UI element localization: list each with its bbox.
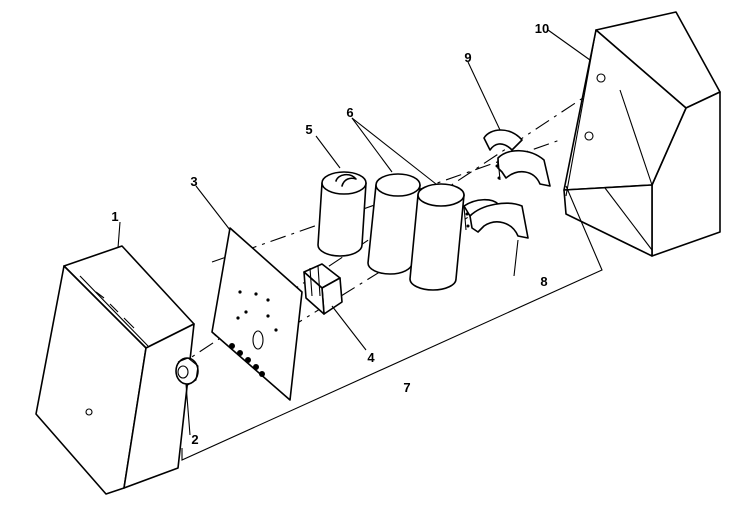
callout-7: 7 <box>403 380 410 395</box>
callout-8: 8 <box>540 274 547 289</box>
switch-knob-part <box>175 357 199 387</box>
callout-2: 2 <box>191 432 198 447</box>
leader-lines <box>117 29 591 436</box>
callout-6: 6 <box>346 105 353 120</box>
battery-cylinder-left-part <box>367 173 421 275</box>
callout-4: 4 <box>367 350 375 365</box>
battery-cylinder-right-part <box>409 183 465 291</box>
assembly-bracket-line <box>181 185 603 461</box>
callout-1: 1 <box>111 209 118 224</box>
rear-housing-part <box>563 11 721 257</box>
block-component-part <box>303 263 343 315</box>
callout-labels: 1 2 3 4 5 6 7 8 9 10 <box>111 21 549 447</box>
lower-battery-clip-part <box>463 198 529 239</box>
callout-10: 10 <box>535 21 549 36</box>
callout-3: 3 <box>190 174 197 189</box>
capacitor-part <box>317 171 367 257</box>
callout-9: 9 <box>464 50 471 65</box>
upper-battery-clip-part <box>483 129 551 187</box>
callout-5: 5 <box>305 122 312 137</box>
circuit-board-part <box>211 227 303 401</box>
front-cover-part <box>35 245 195 495</box>
